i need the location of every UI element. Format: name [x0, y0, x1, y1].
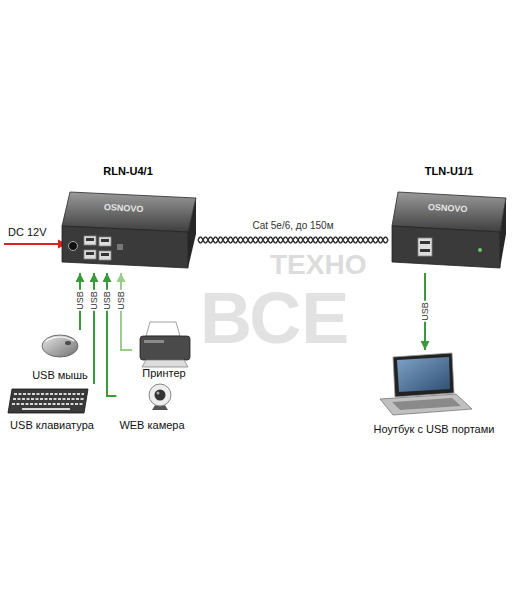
transmitter-device [500, 198, 506, 268]
receiver-device [86, 252, 94, 255]
webcam-icon [155, 390, 166, 401]
laptop-icon [392, 398, 461, 410]
printer-node: Принтер [132, 318, 196, 380]
receiver-device [69, 242, 78, 251]
device-caption: Ноутбук с USB портами [374, 423, 495, 436]
receiver-device [86, 238, 94, 241]
laptop-icon [397, 357, 450, 392]
power-label: DC 12V [8, 226, 47, 238]
keyboard-icon [8, 389, 88, 413]
keyboard-icon [8, 389, 88, 413]
transmitter-device [418, 238, 432, 256]
receiver-device [188, 198, 196, 268]
transmitter-device [392, 192, 506, 232]
power-arrow [4, 243, 60, 245]
receiver-device [62, 192, 196, 268]
transmitter-box: TLN-U1/1 [388, 165, 510, 273]
transmitter-device [392, 192, 506, 268]
keyboard-icon [22, 408, 70, 410]
receiver-device [99, 237, 111, 246]
printer-icon [140, 322, 190, 367]
printer-icon [144, 340, 164, 343]
mouse-node: USB мышь [29, 330, 91, 382]
transmitter-device [478, 248, 482, 252]
port-label: USB [419, 301, 430, 322]
receiver-device [117, 244, 123, 250]
keyboard-icon [13, 398, 84, 400]
device-name: TLN-U1/1 [425, 165, 473, 178]
receiver-device [84, 236, 96, 245]
twisted-pair-cable [198, 237, 388, 243]
mouse-icon [46, 337, 74, 341]
port-label: USB [74, 290, 85, 311]
laptop-node: Ноутбук с USB портами [360, 350, 508, 436]
device-name: RLN-U4/1 [103, 165, 153, 178]
watermark: ВСЕ [200, 280, 349, 356]
receiver-device [101, 253, 109, 256]
printer-icon [142, 360, 188, 367]
mouse-icon [65, 341, 71, 345]
cable-label: Cat 5e/6, до 150м [251, 220, 334, 231]
transmitter-device [392, 226, 500, 268]
mouse-icon [42, 335, 78, 357]
device-caption: Принтер [142, 367, 185, 380]
receiver-device [62, 226, 188, 268]
device-caption: USB клавиатура [10, 419, 94, 432]
webcam-icon [157, 392, 160, 395]
webcam-icon [149, 384, 171, 410]
brand-label: OSNOVO [104, 203, 144, 214]
port-label: USB [115, 290, 126, 311]
receiver-device [101, 239, 109, 242]
brand-label: OSNOVO [428, 203, 468, 214]
device-caption: WEB камера [119, 419, 184, 432]
keyboard-node: USB клавиатура [4, 384, 100, 432]
keyboard-icon [12, 403, 83, 405]
power-arrow [4, 240, 67, 249]
transmitter-device [420, 241, 430, 244]
transmitter-device [420, 249, 430, 252]
laptop-icon [380, 394, 472, 415]
laptop-icon [393, 353, 454, 397]
receiver-device [99, 251, 111, 260]
webcam-node: WEB камера [116, 380, 187, 432]
watermark: ТЕХНО [270, 250, 366, 279]
webcam-icon [149, 384, 171, 406]
printer-icon [140, 336, 190, 360]
device-caption: USB мышь [32, 369, 88, 382]
receiver-device [84, 250, 96, 259]
printer-icon [146, 322, 180, 336]
keyboard-icon [14, 393, 84, 395]
port-label: USB [101, 290, 112, 311]
mouse-icon [42, 335, 78, 357]
usb-connector [121, 273, 132, 350]
port-label: USB [88, 290, 99, 311]
receiver-box: RLN-U4/1 [58, 165, 198, 273]
laptop-icon [380, 353, 472, 415]
receiver-device [62, 192, 196, 232]
